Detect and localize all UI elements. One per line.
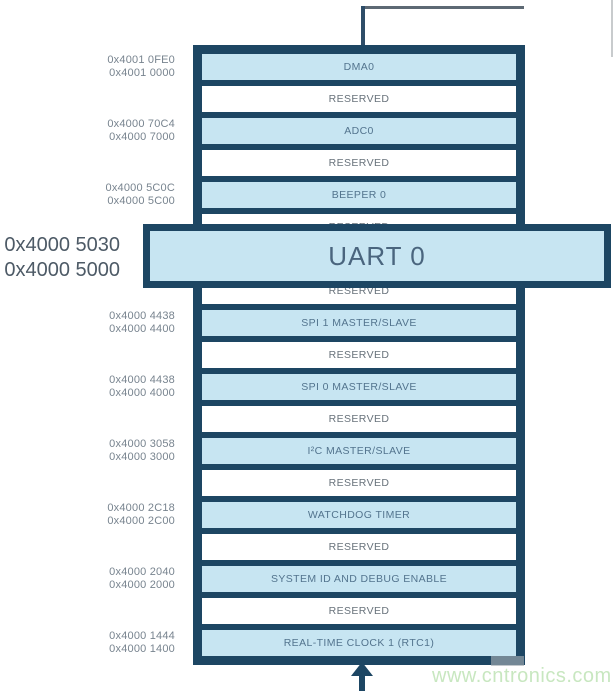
connector-line-vertical xyxy=(361,6,365,46)
stack-row-label: RESERVED xyxy=(328,413,390,425)
address-low: 0x4000 1400 xyxy=(109,643,175,655)
stack-row-label: REAL-TIME CLOCK 1 (RTC1) xyxy=(283,637,435,649)
stack-row-reserved: RESERVED xyxy=(202,598,516,624)
stack-row-label: RESERVED xyxy=(328,541,390,553)
stack-row-reserved: RESERVED xyxy=(202,150,516,176)
right-edge-line xyxy=(611,0,613,57)
stack-row-peripheral: SPI 0 MASTER/SLAVE xyxy=(202,374,516,400)
address-high: 0x4000 2C18 xyxy=(107,502,175,514)
stack-row-label: SPI 0 MASTER/SLAVE xyxy=(301,381,417,393)
stack-row-reserved: RESERVED xyxy=(202,86,516,112)
stack-row-peripheral: REAL-TIME CLOCK 1 (RTC1) xyxy=(202,630,516,656)
watermark: www.cntronics.com xyxy=(432,665,612,687)
stack-row-label: RESERVED xyxy=(328,477,390,489)
address-high: 0x4000 5C0C xyxy=(105,182,175,194)
address-high: 0x4000 70C4 xyxy=(107,118,175,130)
address-high: 0x4000 4438 xyxy=(109,310,175,322)
stack-row-peripheral: WATCHDOG TIMER xyxy=(202,502,516,528)
address-low: 0x4000 2C00 xyxy=(107,515,175,527)
address-low: 0x4001 0000 xyxy=(109,67,175,79)
stack-row-peripheral: DMA0 xyxy=(202,54,516,80)
address-low: 0x4000 7000 xyxy=(109,131,175,143)
uart0-callout: UART 0 xyxy=(143,224,611,288)
stack-row-reserved: RESERVED xyxy=(202,406,516,432)
stack-row-label: SPI 1 MASTER/SLAVE xyxy=(301,317,417,329)
stack-row-reserved: RESERVED xyxy=(202,470,516,496)
address-low: 0x4000 4000 xyxy=(109,387,175,399)
stack-row-label: RESERVED xyxy=(328,285,390,297)
stack-row-label: I²C MASTER/SLAVE xyxy=(307,445,411,457)
address-high: 0x4000 2040 xyxy=(109,566,175,578)
address-high: 0x4000 3058 xyxy=(109,438,175,450)
stack-row-label: RESERVED xyxy=(328,93,390,105)
stack-row-reserved: RESERVED xyxy=(202,534,516,560)
address-high: 0x4000 1444 xyxy=(109,630,175,642)
address-low: 0x4000 4400 xyxy=(109,323,175,335)
address-low: 0x4000 2000 xyxy=(109,579,175,591)
stack-row-peripheral: BEEPER 0 xyxy=(202,182,516,208)
address-low: 0x4000 3000 xyxy=(109,451,175,463)
address-high: 0x4001 0FE0 xyxy=(107,54,175,66)
up-arrow-shaft xyxy=(359,674,365,691)
stack-row-label: SYSTEM ID AND DEBUG ENABLE xyxy=(270,573,448,585)
stack-row-label: RESERVED xyxy=(328,605,390,617)
address-high: 0x4000 4438 xyxy=(109,374,175,386)
stack-row-peripheral: SYSTEM ID AND DEBUG ENABLE xyxy=(202,566,516,592)
stack-row-label: BEEPER 0 xyxy=(331,189,387,201)
border-shadow-artifact xyxy=(491,656,524,666)
stack-row-peripheral: SPI 1 MASTER/SLAVE xyxy=(202,310,516,336)
stack-row-label: WATCHDOG TIMER xyxy=(307,509,411,521)
uart0-address-high: 0x4000 5030 xyxy=(4,234,120,256)
stack-row-label: RESERVED xyxy=(328,157,390,169)
up-arrow-icon xyxy=(351,662,373,676)
stack-row-reserved: RESERVED xyxy=(202,342,516,368)
stack-row-peripheral: I²C MASTER/SLAVE xyxy=(202,438,516,464)
uart0-address-low: 0x4000 5000 xyxy=(4,259,120,281)
uart0-address-range: 0x4000 5030 0x4000 5000 xyxy=(0,233,120,283)
address-low: 0x4000 5C00 xyxy=(107,195,175,207)
uart0-label: UART 0 xyxy=(328,240,426,271)
stack-row-peripheral: ADC0 xyxy=(202,118,516,144)
stack-row-label: RESERVED xyxy=(328,349,390,361)
connector-line-horizontal xyxy=(361,6,524,9)
stack-row-label: DMA0 xyxy=(343,61,375,73)
stack-row-label: ADC0 xyxy=(344,125,374,137)
